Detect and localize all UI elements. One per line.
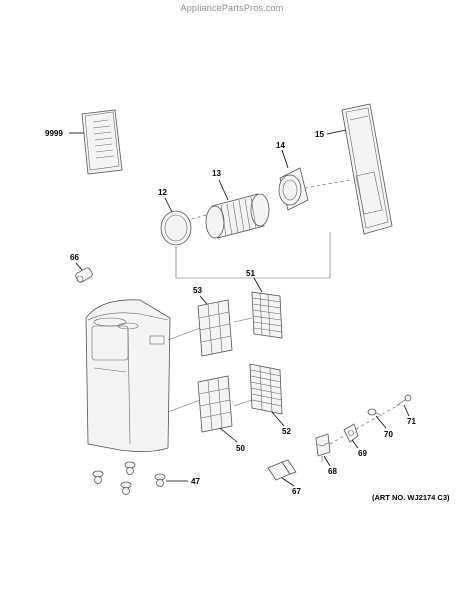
part-grille-upper[interactable]	[197, 299, 233, 357]
leader-14	[281, 149, 289, 169]
label-47[interactable]: 47	[191, 477, 200, 486]
part-screw[interactable]	[395, 394, 412, 407]
site-watermark: AppliancePartsPros.com	[180, 3, 284, 13]
leader-68	[323, 455, 331, 467]
label-67[interactable]: 67	[292, 487, 301, 496]
leader-53	[253, 277, 263, 293]
assembly-line	[167, 327, 201, 341]
leader-69	[351, 439, 359, 449]
part-caster-group[interactable]	[92, 461, 166, 495]
caster	[120, 481, 132, 495]
part-bracket[interactable]	[315, 433, 331, 462]
assembly-bracket	[175, 232, 331, 279]
label-51[interactable]: 53	[193, 286, 202, 295]
label-53[interactable]: 51	[246, 269, 255, 278]
part-drain-plug[interactable]	[75, 267, 94, 284]
part-window-panel[interactable]	[341, 103, 393, 235]
label-70[interactable]: 70	[384, 430, 393, 439]
part-window-adapter[interactable]	[278, 167, 309, 211]
label-52[interactable]: 52	[282, 427, 291, 436]
leader-15	[326, 129, 347, 135]
assembly-line	[167, 399, 201, 413]
label-9999[interactable]: 9999	[45, 129, 63, 138]
leader-51	[199, 295, 208, 305]
leader-67	[281, 477, 295, 487]
label-66[interactable]: 66	[70, 253, 79, 262]
label-71[interactable]: 71	[407, 417, 416, 426]
part-exhaust-hose[interactable]	[205, 193, 270, 239]
alignment-line	[329, 403, 401, 445]
label-69[interactable]: 69	[358, 449, 367, 458]
caster	[124, 461, 136, 475]
part-filter-upper[interactable]	[251, 291, 283, 339]
art-number: (ART NO. WJ2174 C3)	[372, 493, 450, 502]
part-hose-connector[interactable]	[160, 210, 192, 246]
caster	[154, 473, 166, 487]
leader-13	[218, 179, 229, 201]
label-50[interactable]: 50	[236, 444, 245, 453]
label-12[interactable]: 12	[158, 188, 167, 197]
label-68[interactable]: 68	[328, 467, 337, 476]
caster	[92, 470, 104, 484]
leader-12	[164, 197, 173, 213]
part-manual[interactable]	[81, 109, 123, 175]
part-filter-lower[interactable]	[249, 363, 283, 415]
label-14[interactable]: 14	[276, 141, 285, 150]
part-washer[interactable]	[367, 408, 383, 417]
assembly-line	[233, 399, 253, 407]
alignment-line	[304, 179, 351, 189]
leader-70	[375, 415, 387, 429]
leader-52	[271, 411, 285, 427]
leader-50	[219, 427, 238, 443]
part-clip[interactable]	[343, 423, 359, 443]
leader-71	[403, 404, 410, 417]
alignment-line	[179, 213, 211, 223]
unit-body	[85, 299, 171, 452]
label-15[interactable]: 15	[315, 130, 324, 139]
part-grille-lower[interactable]	[197, 375, 233, 433]
assembly-line	[233, 317, 253, 323]
part-mount-plate[interactable]	[267, 459, 297, 481]
leader-66	[75, 262, 83, 271]
label-13[interactable]: 13	[212, 169, 221, 178]
